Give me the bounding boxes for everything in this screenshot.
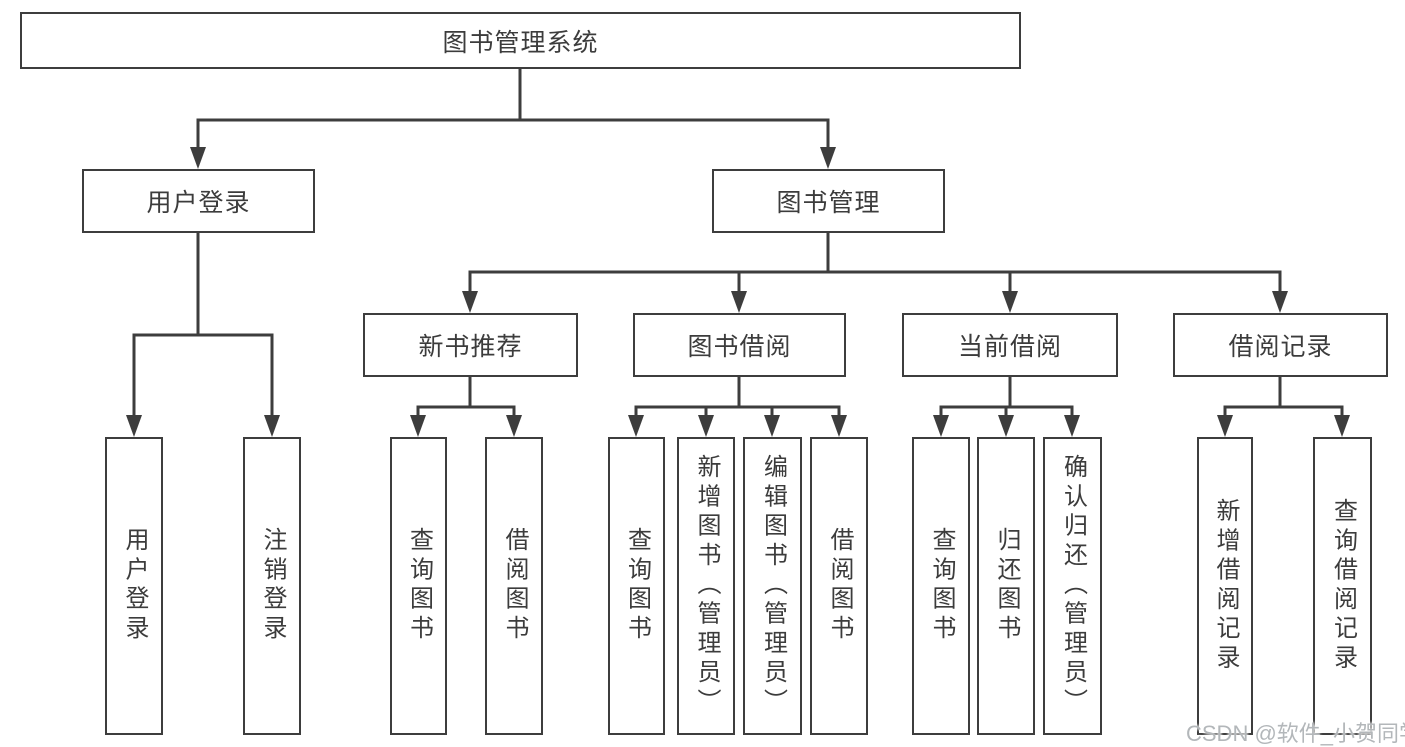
connector-user-login-to-leaves [126,233,280,437]
node-label: 当前借阅 [957,333,1062,361]
leaf-query-books-recommend: 查询图书 [390,437,447,735]
arrow-down-icon [831,415,847,437]
node-label: 确认归还（管理员） [1059,454,1087,718]
node-label: 借阅图书 [826,527,853,645]
arrow-down-icon [764,415,780,437]
node-current-borrow: 当前借阅 [902,313,1118,377]
node-label: 借阅记录 [1228,333,1333,361]
arrow-down-icon [1272,291,1288,313]
leaf-user-login: 用户登录 [105,437,163,735]
node-label: 编辑图书（管理员） [759,454,787,718]
connector-root-to-level2 [190,69,836,169]
connector-new-book-to-leaves [410,377,522,437]
node-label: 用户登录 [121,527,148,645]
node-label: 新增图书（管理员） [693,454,720,718]
node-label: 查询借阅记录 [1329,498,1357,674]
node-book-management: 图书管理 [712,169,945,233]
arrow-down-icon [731,291,747,313]
arrow-down-icon [264,415,280,437]
connector-book-borrow-to-leaves [628,377,847,437]
arrow-down-icon [506,415,522,437]
leaf-return-books: 归还图书 [977,437,1035,735]
node-label: 新增借阅记录 [1212,498,1239,674]
leaf-add-borrow-record: 新增借阅记录 [1197,437,1253,735]
node-book-borrow: 图书借阅 [633,313,846,377]
node-label: 图书管理系统 [442,28,599,57]
leaf-logout: 注销登录 [243,437,301,735]
node-label: 图书管理 [776,189,881,217]
connector-borrow-record-to-leaves [1217,377,1350,437]
leaf-borrow-books-recommend: 借阅图书 [485,437,543,735]
connector-current-borrow-to-leaves [933,377,1080,437]
node-label: 用户登录 [146,189,251,217]
arrow-down-icon [1334,415,1350,437]
node-label: 借阅图书 [501,527,528,645]
arrow-down-icon [998,415,1014,437]
node-borrow-record: 借阅记录 [1173,313,1388,377]
arrow-down-icon [1217,415,1233,437]
leaf-confirm-return-admin: 确认归还（管理员） [1043,437,1102,735]
arrow-down-icon [190,147,206,169]
leaf-edit-books-admin: 编辑图书（管理员） [743,437,802,735]
arrow-down-icon [820,147,836,169]
arrow-down-icon [410,415,426,437]
node-label: 查询图书 [928,527,955,645]
node-label: 新书推荐 [418,333,523,361]
leaf-borrow-books: 借阅图书 [810,437,868,735]
arrow-down-icon [1002,291,1018,313]
leaf-query-borrow-record: 查询借阅记录 [1313,437,1372,735]
node-library-management-system: 图书管理系统 [20,12,1021,69]
node-user-login: 用户登录 [82,169,315,233]
arrow-down-icon [1064,415,1080,437]
arrow-down-icon [462,291,478,313]
leaf-query-books-current: 查询图书 [912,437,970,735]
leaf-add-books-admin: 新增图书（管理员） [677,437,735,735]
leaf-query-books-borrow: 查询图书 [608,437,665,735]
arrow-down-icon [698,415,714,437]
node-label: 注销登录 [259,527,286,645]
node-label: 图书借阅 [687,333,792,361]
node-label: 查询图书 [405,527,433,645]
connector-book-management-to-groups [462,233,1288,313]
node-label: 查询图书 [623,527,651,645]
arrow-down-icon [933,415,949,437]
arrow-down-icon [628,415,644,437]
csdn-watermark: CSDN @软件_小贺同学 [1186,721,1405,746]
node-label: 归还图书 [993,527,1020,645]
arrow-down-icon [126,415,142,437]
node-new-book-recommend: 新书推荐 [363,313,578,377]
